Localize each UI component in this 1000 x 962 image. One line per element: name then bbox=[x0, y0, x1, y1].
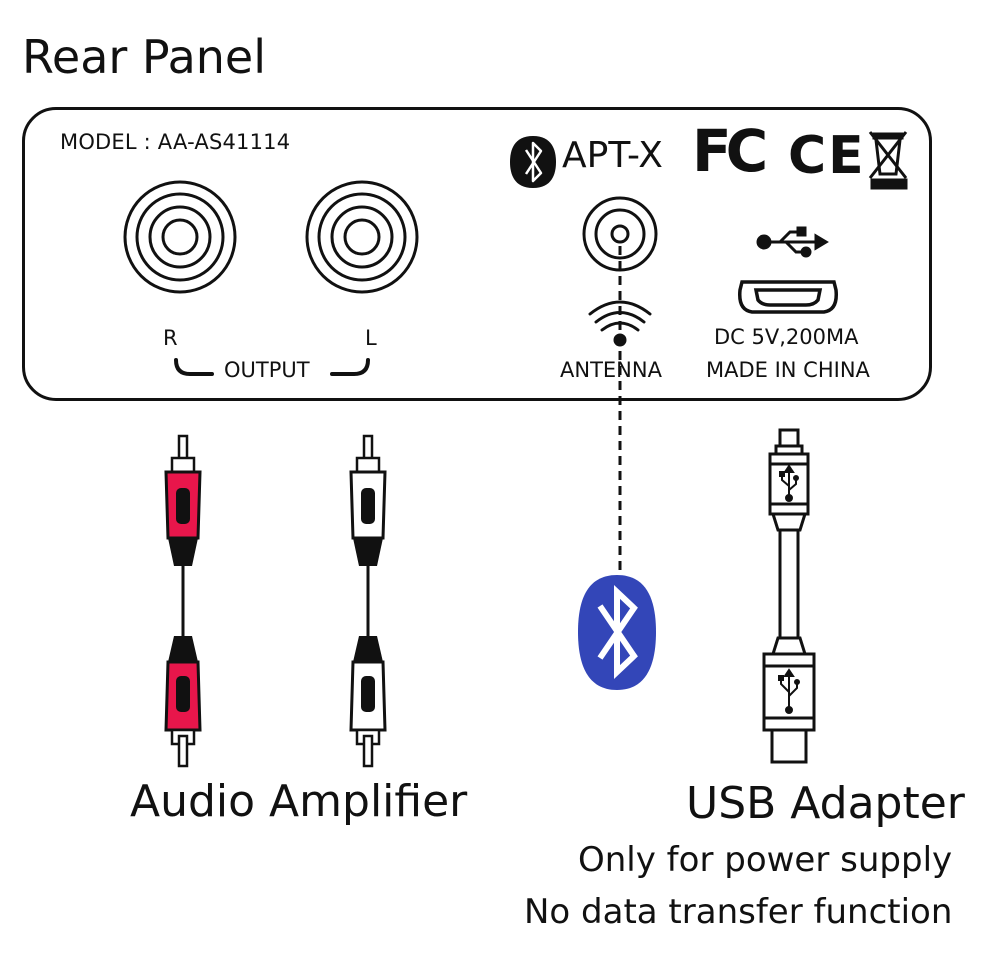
rca-jack-right bbox=[123, 180, 237, 294]
rear-panel bbox=[22, 107, 932, 401]
rca-cable-white bbox=[349, 434, 387, 768]
rca-jack-left bbox=[305, 180, 419, 294]
rca-cable-red bbox=[164, 434, 202, 768]
model-label: MODEL : AA-AS41114 bbox=[60, 130, 291, 154]
jack-label-right: R bbox=[163, 326, 178, 350]
bluetooth-icon bbox=[510, 136, 556, 188]
usb-symbol-icon bbox=[779, 464, 799, 502]
antenna-label: ANTENNA bbox=[560, 358, 662, 382]
bluetooth-icon bbox=[578, 575, 656, 690]
ce-mark: CE bbox=[788, 126, 866, 186]
fcc-mark: FC bbox=[692, 117, 768, 185]
usb-cable bbox=[762, 428, 816, 764]
usb-symbol-icon bbox=[778, 668, 800, 714]
caption-usb-adapter: USB Adapter bbox=[686, 778, 965, 829]
power-spec-label: DC 5V,200MA bbox=[714, 325, 859, 349]
usb-note-data: No data transfer function bbox=[524, 892, 953, 932]
caption-audio-amplifier: Audio Amplifier bbox=[130, 776, 468, 827]
micro-usb-port bbox=[738, 280, 838, 314]
output-bracket bbox=[174, 358, 370, 376]
crossed-bin-icon bbox=[868, 131, 908, 190]
usb-note-power: Only for power supply bbox=[578, 840, 953, 880]
output-label: OUTPUT bbox=[224, 358, 310, 382]
page-title: Rear Panel bbox=[22, 30, 267, 84]
jack-label-left: L bbox=[365, 326, 377, 350]
usb-symbol-icon bbox=[756, 226, 829, 258]
aptx-label: APT-X bbox=[562, 135, 663, 176]
origin-label: MADE IN CHINA bbox=[706, 358, 870, 382]
antenna-connector bbox=[582, 196, 658, 272]
